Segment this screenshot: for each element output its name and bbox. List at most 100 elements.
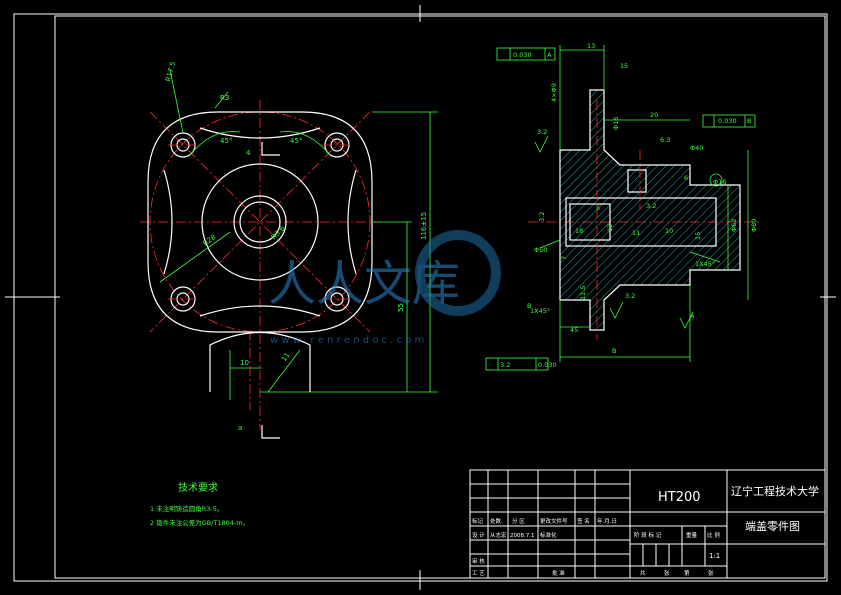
tech-item-2: 2 锻件未注公差为GB/T1804-m。 bbox=[150, 518, 249, 527]
tb-review: 审 核 bbox=[472, 557, 485, 565]
sec-label-7: 20 bbox=[650, 111, 658, 119]
title-block: HT200 辽宁工程技术大学 端盖零件图 1:1 标记 处数 分 区 更改文件号… bbox=[469, 469, 826, 579]
dim-angle-arc-left bbox=[189, 131, 241, 156]
sec-label-16: 5 bbox=[596, 204, 600, 212]
sec-roughness-2 bbox=[609, 301, 624, 319]
section-bolt-bore-top bbox=[627, 169, 647, 193]
dim-label-55: 55 bbox=[397, 303, 405, 312]
tb-material: HT200 bbox=[658, 490, 701, 505]
sec-label-23: Φ50 bbox=[534, 246, 547, 254]
sec-label-30: 45 bbox=[570, 326, 578, 334]
title-block-frame bbox=[469, 469, 826, 579]
dim-label-10: 10 bbox=[240, 359, 249, 367]
sec-label-33: Φ16 bbox=[713, 178, 726, 186]
sec-label-26: 3.2 bbox=[625, 292, 635, 300]
sec-label-15: Φ62 bbox=[730, 219, 738, 232]
sec-label-27: 3.2 bbox=[500, 361, 510, 369]
fcf-2 bbox=[702, 114, 756, 128]
sec-label-25: 1X45° bbox=[530, 307, 550, 315]
sec-dim-chamfer-leader2 bbox=[689, 251, 721, 263]
sec-label-10: 6.3 bbox=[660, 136, 670, 144]
front-dim-labels: R17.5 R3 45° 45° 4 R28 11 10 a R3.6 116±… bbox=[164, 61, 428, 432]
front-view bbox=[140, 69, 438, 439]
sec-dim-chamfer-leader bbox=[539, 239, 561, 249]
sec-label-19: 3.2 bbox=[538, 212, 546, 222]
sec-label-21: 10 bbox=[665, 227, 673, 235]
watermark-url: w w w . r e n r e n d o c . c o m bbox=[270, 335, 424, 346]
section-marker-bottom bbox=[261, 425, 280, 439]
sec-label-22: 15 bbox=[694, 232, 702, 240]
sec-label-18: 11 bbox=[632, 229, 640, 237]
dim-radius-leader bbox=[159, 231, 231, 283]
sec-roughness-1 bbox=[534, 135, 549, 153]
section-view bbox=[485, 45, 760, 371]
dim-r17-leader bbox=[169, 69, 184, 134]
sec-label-13: 3.2 bbox=[646, 202, 656, 210]
dim-label-r3: R3 bbox=[220, 94, 229, 102]
front-diag-1 bbox=[149, 111, 371, 333]
section-dim-labels: 0.030 A 13 15 3.2 4×Φ9 Φ16 20 0.030 B 6.… bbox=[500, 42, 758, 369]
tb-sheet-3: 张 bbox=[708, 569, 714, 577]
dim-angle-arc-right bbox=[279, 131, 331, 156]
sec-label-28: 0.030 bbox=[538, 361, 557, 369]
tb-sheet-2: 第 bbox=[684, 569, 690, 577]
tb-ratio: 比 例 bbox=[707, 531, 720, 539]
sec-roughness-3 bbox=[679, 311, 694, 329]
hub-bore-circle bbox=[233, 195, 287, 249]
tb-school: 辽宁工程技术大学 bbox=[731, 484, 819, 498]
tb-design-date: 2008.7.1 bbox=[510, 533, 535, 539]
sec-label-11: Φ40 bbox=[690, 144, 703, 152]
dim-label-116: 116±15 bbox=[420, 212, 428, 240]
sec-label-3: 15 bbox=[620, 62, 628, 70]
tb-designer: 从志宏 bbox=[490, 531, 507, 539]
tb-scale: 1:1 bbox=[709, 552, 720, 560]
sec-label-9: B bbox=[747, 117, 751, 125]
dim-label-r17: R17.5 bbox=[164, 61, 177, 83]
dim-r3-leader bbox=[214, 91, 229, 109]
section-bore bbox=[565, 197, 717, 247]
sec-label-1: A bbox=[547, 51, 552, 59]
sec-label-32: 12.5 bbox=[579, 286, 587, 300]
tb-process: 工 艺 bbox=[472, 570, 485, 577]
tb-design-label: 设 计 bbox=[472, 531, 485, 539]
front-inner-contour bbox=[163, 127, 357, 317]
dim-label-45-right: 45° bbox=[290, 137, 302, 145]
sec-label-24: 1X45° bbox=[695, 260, 715, 268]
tb-row-h0: 标记 bbox=[472, 517, 484, 525]
dim-label-4: 4 bbox=[246, 149, 251, 157]
sec-label-6: Φ16 bbox=[612, 117, 620, 130]
section-inner-step bbox=[569, 203, 611, 241]
sec-label-17: 12 bbox=[606, 224, 614, 232]
sec-label-14: Φ80 bbox=[750, 219, 758, 232]
tb-row-h3: 更改文件号 bbox=[540, 517, 568, 525]
sec-label-0: 0.030 bbox=[513, 51, 532, 59]
sec-label-2: 13 bbox=[587, 42, 595, 50]
tb-row-h2: 分 区 bbox=[512, 517, 525, 525]
dim-label-45-left: 45° bbox=[220, 137, 232, 145]
watermark-swirl-icon bbox=[415, 230, 501, 316]
sec-label-29: B bbox=[612, 347, 616, 355]
tb-approve: 批 准 bbox=[552, 569, 565, 577]
sec-label-8: 0.030 bbox=[718, 117, 737, 125]
sec-label-5: 4×Φ9 bbox=[550, 83, 558, 102]
tb-sheet-0: 共 bbox=[640, 569, 646, 577]
tb-weight: 重量 bbox=[686, 531, 698, 539]
section-hatch-body bbox=[559, 89, 741, 331]
dim-label-11: 11 bbox=[280, 351, 292, 363]
dim-diag-11 bbox=[267, 349, 301, 393]
tb-part-name: 端盖零件图 bbox=[745, 519, 800, 533]
tb-row-h5: 年.月.日 bbox=[597, 517, 617, 525]
dim-label-a: a bbox=[238, 424, 242, 432]
tb-row-h4: 签 名 bbox=[577, 517, 590, 525]
tb-sheet-1: 张 bbox=[664, 569, 670, 577]
sec-label-20: 18 bbox=[575, 227, 583, 235]
section-marker-top bbox=[261, 142, 280, 156]
tech-requirements: 技术要求 1 未注明铸造圆角R3-5。 2 锻件未注公差为GB/T1804-m。 bbox=[150, 481, 249, 527]
tb-row-h1: 处数 bbox=[490, 517, 502, 525]
front-diag-2 bbox=[149, 111, 371, 333]
sec-label-34: B bbox=[527, 302, 531, 310]
sec-label-35: A bbox=[690, 312, 695, 320]
sec-label-4: 3.2 bbox=[537, 128, 547, 136]
bottom-slot bbox=[209, 332, 311, 392]
dim-label-r36: R3.6 bbox=[270, 224, 287, 241]
